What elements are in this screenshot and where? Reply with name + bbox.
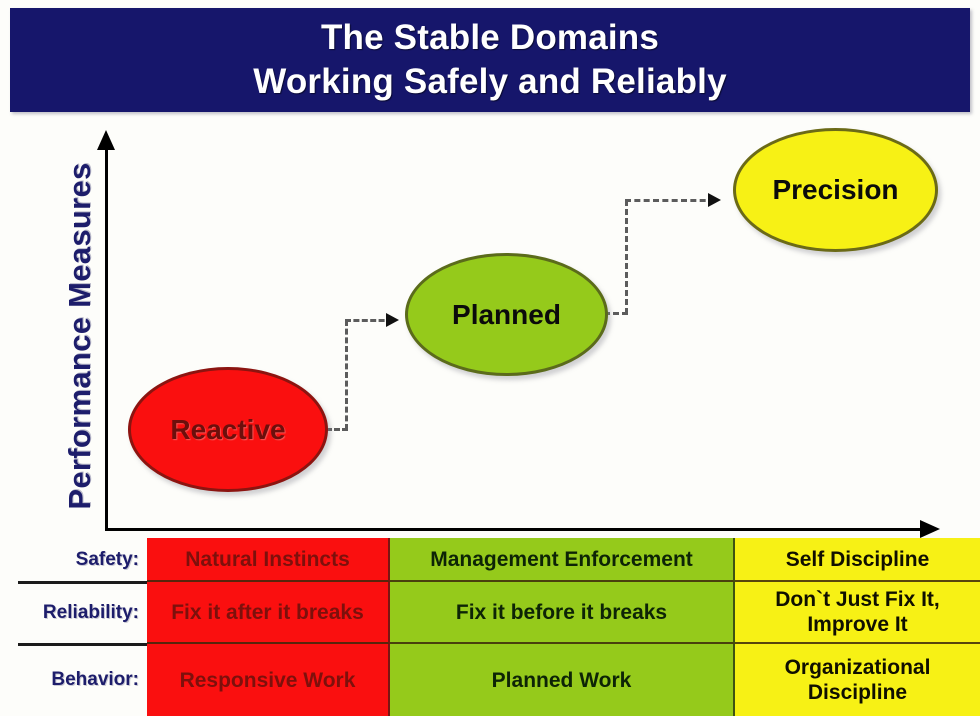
x-axis-line bbox=[105, 528, 923, 531]
connector-planned-precision-segment-h2 bbox=[625, 199, 715, 202]
cell-reliability-planned: Fix it before it breaks bbox=[390, 582, 735, 644]
node-reactive[interactable]: Reactive bbox=[128, 367, 328, 492]
cell-safety-planned: Management Enforcement bbox=[390, 538, 735, 582]
cell-behavior-precision: Organizational Discipline bbox=[735, 644, 980, 716]
node-reactive-label: Reactive bbox=[170, 413, 286, 445]
cell-behavior-reactive: Responsive Work bbox=[147, 644, 390, 716]
node-planned[interactable]: Planned bbox=[405, 253, 608, 376]
connector-planned-precision-arrowhead-icon bbox=[708, 193, 721, 207]
cell-safety-precision: Self Discipline bbox=[735, 538, 980, 582]
title-line-2: Working Safely and Reliably bbox=[253, 62, 727, 101]
attribute-matrix: Safety: Natural Instincts Management Enf… bbox=[0, 538, 980, 716]
title-line-1: The Stable Domains bbox=[320, 18, 660, 57]
connector-planned-precision-segment-v bbox=[625, 200, 628, 314]
y-axis-line bbox=[105, 148, 108, 530]
node-planned-label: Planned bbox=[452, 298, 561, 330]
row-label-safety: Safety: bbox=[75, 549, 139, 570]
connector-reactive-planned-segment-v bbox=[345, 320, 348, 430]
row-label-behavior: Behavior: bbox=[51, 669, 139, 690]
node-precision-label: Precision bbox=[772, 174, 899, 205]
node-precision[interactable]: Precision bbox=[733, 128, 938, 252]
row-separator-2 bbox=[18, 643, 148, 646]
y-axis-label: Performance Measures bbox=[62, 162, 97, 510]
connector-planned-precision-segment-h1 bbox=[604, 312, 628, 315]
matrix-row-safety: Safety: Natural Instincts Management Enf… bbox=[0, 538, 980, 582]
row-label-reliability: Reliability: bbox=[42, 602, 139, 623]
y-axis-arrow-icon bbox=[97, 130, 115, 150]
cell-reliability-reactive: Fix it after it breaks bbox=[147, 582, 390, 644]
matrix-row-behavior: Behavior: Responsive Work Planned Work O… bbox=[0, 644, 980, 716]
matrix-row-reliability: Reliability: Fix it after it breaks Fix … bbox=[0, 582, 980, 644]
cell-reliability-precision: Don`t Just Fix It, Improve It bbox=[735, 582, 980, 644]
connector-reactive-planned-segment-h2 bbox=[345, 319, 393, 322]
connector-reactive-planned-arrowhead-icon bbox=[386, 313, 399, 327]
title-banner: The Stable Domains Working Safely and Re… bbox=[10, 8, 970, 112]
x-axis-arrow-icon bbox=[920, 520, 940, 538]
cell-behavior-planned: Planned Work bbox=[390, 644, 735, 716]
row-separator-1 bbox=[18, 581, 148, 584]
connector-reactive-planned-segment-h1 bbox=[326, 428, 348, 431]
cell-safety-reactive: Natural Instincts bbox=[147, 538, 390, 582]
